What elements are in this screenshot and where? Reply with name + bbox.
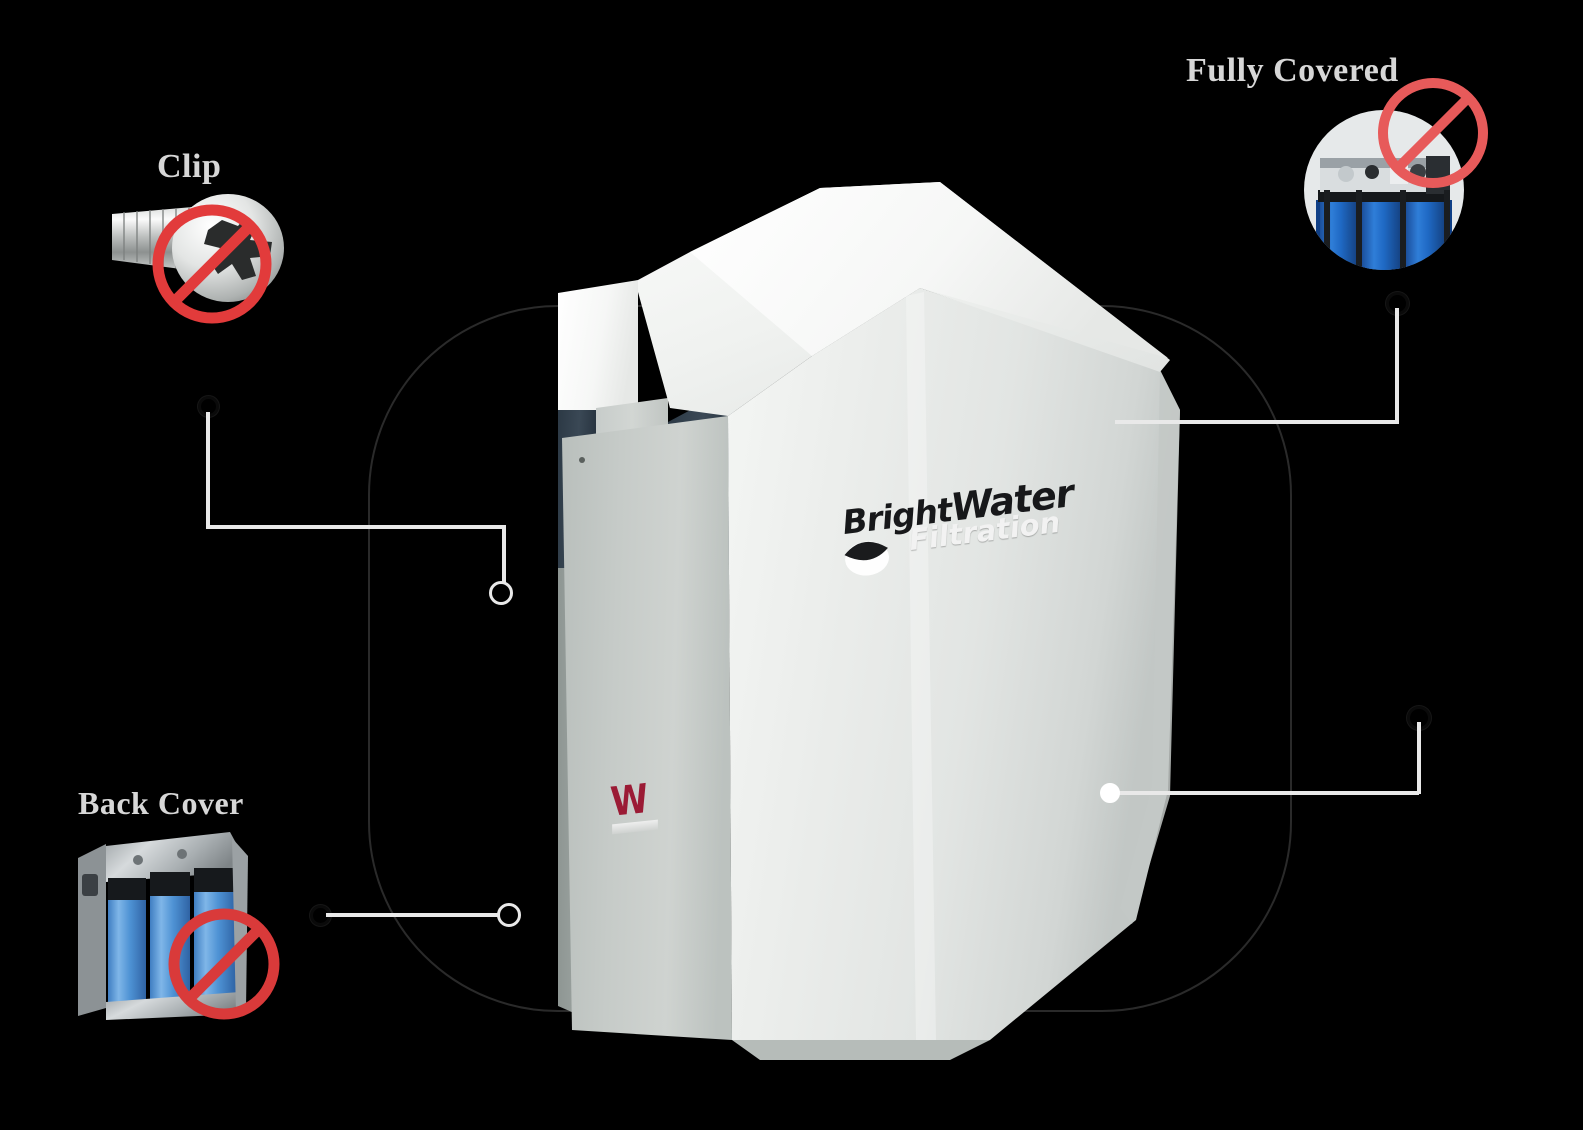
callout-line-clip-v1 <box>206 412 210 527</box>
product-device-image <box>520 160 1220 1060</box>
callout-line-bc-h1 <box>326 913 508 917</box>
clip-thumbnail <box>104 186 304 324</box>
callout-line-clip-h1 <box>206 525 506 529</box>
callout-line-lr-h1 <box>1118 791 1419 795</box>
callout-dot-lower-right-target[interactable] <box>1100 783 1120 803</box>
device-right-edge <box>1120 370 1180 924</box>
callout-dot-back-cover-target[interactable] <box>497 903 521 927</box>
callout-line-clip-v2 <box>502 525 506 590</box>
device-bottom-bevel <box>732 1040 990 1060</box>
callout-line-fc-h1 <box>1115 420 1399 424</box>
callout-dot-clip-target[interactable] <box>489 581 513 605</box>
badge-letter: W <box>608 776 649 826</box>
device-front-face <box>728 288 1180 1040</box>
callout-line-fc-v1 <box>1395 308 1399 422</box>
callout-label-back-cover: Back Cover <box>78 785 244 821</box>
callout-label-clip: Clip <box>157 148 222 185</box>
callout-line-lr-v1 <box>1417 722 1421 794</box>
device-top-face <box>638 182 1170 416</box>
device-left-face <box>562 416 732 1040</box>
callout-label-fully-covered: Fully Covered <box>1186 52 1399 89</box>
fully-covered-thumbnail <box>1298 78 1488 276</box>
back-cover-thumbnail <box>72 826 280 1022</box>
face-highlight <box>906 292 936 1040</box>
